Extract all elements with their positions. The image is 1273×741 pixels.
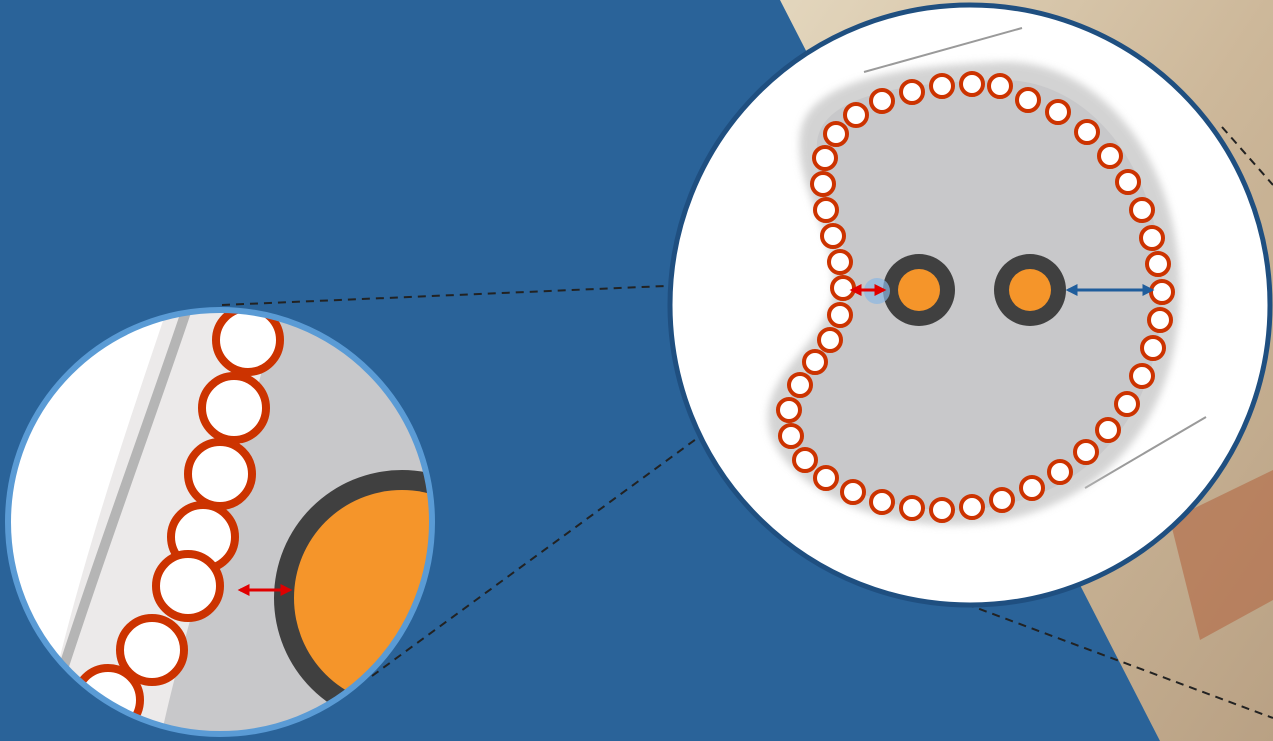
bead	[901, 497, 923, 519]
bead	[1049, 461, 1071, 483]
bead	[814, 147, 836, 169]
bead	[1142, 337, 1164, 359]
bead	[931, 75, 953, 97]
bead	[901, 81, 923, 103]
bead	[1097, 419, 1119, 441]
electrode-left	[883, 254, 955, 326]
bead	[989, 75, 1011, 97]
bead-detail	[156, 554, 220, 618]
bead	[1131, 199, 1153, 221]
bead-detail	[188, 442, 252, 506]
bead	[822, 225, 844, 247]
bead	[1076, 121, 1098, 143]
bead	[832, 277, 854, 299]
bead	[794, 449, 816, 471]
bead	[804, 351, 826, 373]
bead	[1151, 281, 1173, 303]
bead	[829, 304, 851, 326]
bead	[845, 104, 867, 126]
bead	[829, 251, 851, 273]
bead	[1131, 365, 1153, 387]
electrode-left-core	[898, 269, 940, 311]
bead	[778, 399, 800, 421]
bead	[842, 481, 864, 503]
bead	[871, 491, 893, 513]
bead	[961, 73, 983, 95]
electrode-right-core	[1009, 269, 1051, 311]
bead	[1099, 145, 1121, 167]
bead	[780, 425, 802, 447]
bead	[1017, 89, 1039, 111]
inset-lens	[8, 300, 530, 741]
bead	[815, 199, 837, 221]
bead	[1149, 309, 1171, 331]
bead	[1117, 171, 1139, 193]
bead	[991, 489, 1013, 511]
bead	[871, 90, 893, 112]
magnified-lens	[670, 5, 1270, 605]
bead	[1147, 253, 1169, 275]
bead	[1141, 227, 1163, 249]
bead	[815, 467, 837, 489]
bead	[931, 499, 953, 521]
bead	[789, 374, 811, 396]
bead	[825, 123, 847, 145]
bead	[1021, 477, 1043, 499]
electrode-detail	[274, 470, 530, 726]
bead	[961, 496, 983, 518]
bead	[1047, 101, 1069, 123]
electrode-right	[994, 254, 1066, 326]
bead	[1116, 393, 1138, 415]
bead-detail	[202, 376, 266, 440]
bead	[819, 329, 841, 351]
bead	[812, 173, 834, 195]
bead	[1075, 441, 1097, 463]
